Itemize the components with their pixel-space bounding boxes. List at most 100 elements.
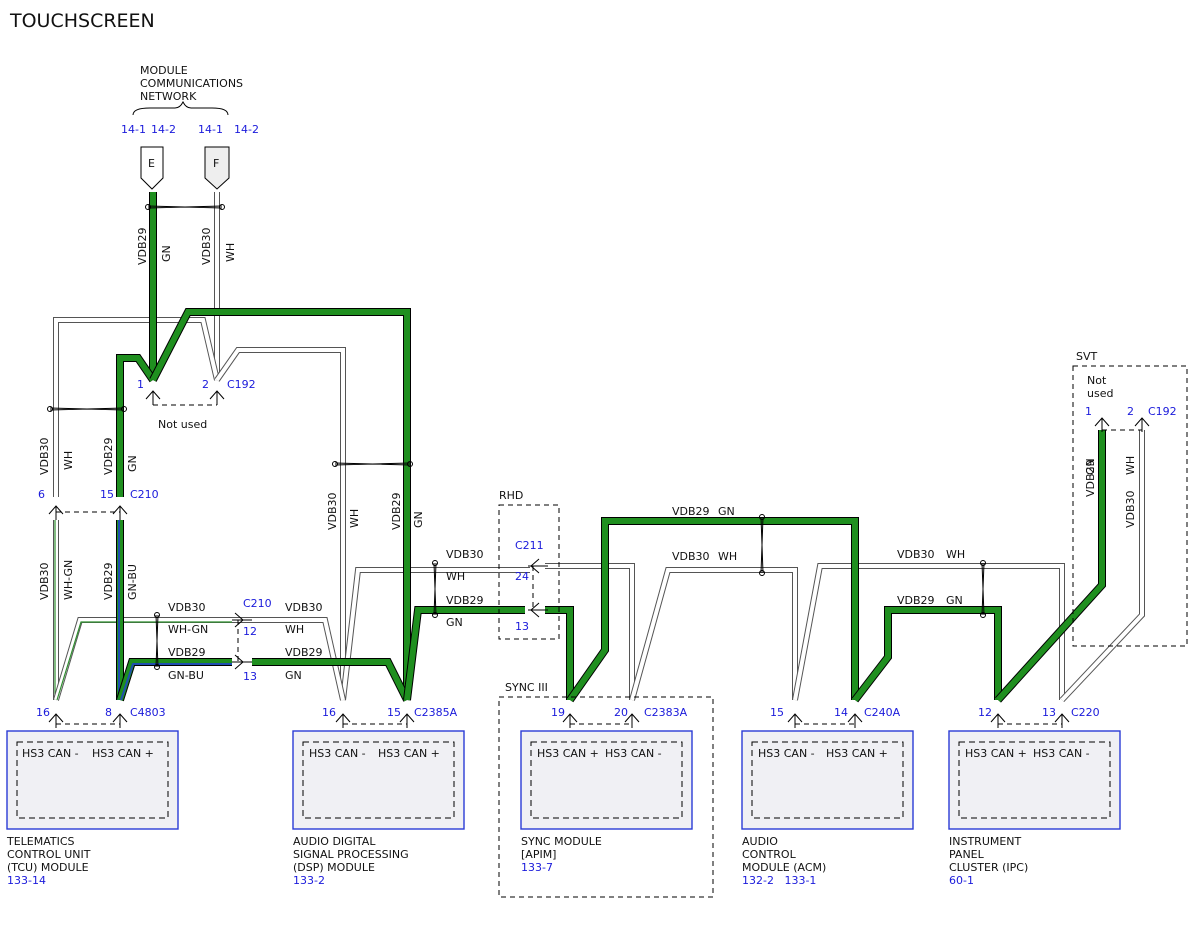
connector-c210-upper: 6 15 C210 (38, 488, 159, 520)
svg-text:Not used: Not used (158, 418, 207, 431)
svg-text:8: 8 (105, 706, 112, 719)
svg-text:VDB29: VDB29 (897, 594, 935, 607)
module-dsp: HS3 CAN - HS3 CAN + AUDIO DIGITAL SIGNAL… (292, 730, 465, 887)
svg-text:CLUSTER (IPC): CLUSTER (IPC) (949, 861, 1028, 874)
svg-text:HS3 CAN -: HS3 CAN - (309, 747, 366, 760)
svg-text:HS3 CAN +: HS3 CAN + (826, 747, 888, 760)
connector-c192-top: 1 2 C192 Not used (137, 378, 256, 431)
svg-text:1: 1 (137, 378, 144, 391)
svg-text:WH: WH (718, 550, 737, 563)
svg-text:SIGNAL PROCESSING: SIGNAL PROCESSING (293, 848, 409, 861)
svg-text:HS3 CAN -: HS3 CAN - (22, 747, 79, 760)
svg-text:WH: WH (1124, 456, 1137, 475)
svg-text:HS3 CAN -: HS3 CAN - (1033, 747, 1090, 760)
rhd-box: RHD C211 24 13 (498, 489, 560, 640)
svg-text:(TCU) MODULE: (TCU) MODULE (7, 861, 89, 874)
svg-text:VDB29: VDB29 (102, 437, 115, 475)
svg-text:E: E (148, 157, 155, 170)
network-header: MODULE COMMUNICATIONS NETWORK 14-1 14-2 … (121, 64, 259, 136)
svg-text:WH: WH (446, 570, 465, 583)
svg-text:C2383A: C2383A (644, 706, 688, 719)
svg-text:VDB29: VDB29 (285, 646, 323, 659)
svg-text:VDB30: VDB30 (326, 492, 339, 530)
svg-text:60-1: 60-1 (949, 874, 974, 887)
svg-text:12: 12 (243, 625, 257, 638)
svg-text:C210: C210 (243, 597, 272, 610)
svg-text:C2385A: C2385A (414, 706, 458, 719)
module-tcu: HS3 CAN - HS3 CAN + TELEMATICS CONTROL U… (6, 730, 179, 887)
svg-text:MODULE: MODULE (140, 64, 188, 77)
svg-text:133-7: 133-7 (521, 861, 553, 874)
svg-text:WH-GN: WH-GN (62, 560, 75, 600)
svg-text:14-1: 14-1 (198, 123, 223, 136)
sync3-box: SYNC III (498, 681, 714, 898)
svg-text:AUDIO: AUDIO (742, 835, 778, 848)
wires-vdb30 (53, 192, 1145, 703)
svg-text:HS3 CAN +: HS3 CAN + (537, 747, 599, 760)
svg-text:16: 16 (36, 706, 50, 719)
wire-labels-vertical: VDB29 GN VDB30 WH VDB30 WH VDB29 GN VDB3… (38, 227, 1137, 600)
svg-text:VDB29: VDB29 (102, 562, 115, 600)
svg-text:[APIM]: [APIM] (521, 848, 556, 861)
wire-labels-horizontal: VDB30 WH-GN VDB29 GN-BU VDB30 WH VDB29 G… (168, 505, 965, 682)
svg-text:13: 13 (243, 670, 257, 683)
svg-text:F: F (213, 157, 219, 170)
svg-text:RHD: RHD (499, 489, 523, 502)
svg-text:GN: GN (446, 616, 463, 629)
svg-text:AUDIO DIGITAL: AUDIO DIGITAL (293, 835, 376, 848)
svg-text:TELEMATICS: TELEMATICS (6, 835, 75, 848)
svg-text:WH: WH (348, 509, 361, 528)
module-ipc: HS3 CAN + HS3 CAN - INSTRUMENT PANEL CLU… (948, 730, 1121, 887)
svg-text:VDB30: VDB30 (672, 550, 710, 563)
page-title: TOUCHSCREEN (9, 10, 155, 32)
svg-text:VDB30: VDB30 (38, 562, 51, 600)
connector-e: E (140, 146, 164, 190)
svg-text:GN-BU: GN-BU (168, 669, 204, 682)
svg-text:PANEL: PANEL (949, 848, 985, 861)
svg-text:14-1: 14-1 (121, 123, 146, 136)
svg-text:GN: GN (285, 669, 302, 682)
svg-text:C210: C210 (130, 488, 159, 501)
svg-text:CONTROL: CONTROL (742, 848, 797, 861)
svg-text:VDB30: VDB30 (285, 601, 323, 614)
svg-text:HS3 CAN -: HS3 CAN - (758, 747, 815, 760)
svg-text:MODULE (ACM): MODULE (ACM) (742, 861, 826, 874)
svg-text:SVT: SVT (1076, 350, 1098, 363)
svt-box: SVT Not used 1 2 C192 (1072, 350, 1188, 647)
svg-text:WH: WH (285, 623, 304, 636)
twist-markers (47, 204, 986, 670)
svg-text:VDB30: VDB30 (200, 227, 213, 265)
svg-text:GN: GN (160, 245, 173, 262)
svg-text:used: used (1087, 387, 1113, 400)
svg-text:VDB29: VDB29 (672, 505, 710, 518)
svg-text:WH-GN: WH-GN (168, 623, 208, 636)
svg-text:24: 24 (515, 570, 529, 583)
svg-text:13: 13 (515, 620, 529, 633)
svg-text:WH: WH (224, 243, 237, 262)
svg-text:NETWORK: NETWORK (140, 90, 197, 103)
svg-text:15: 15 (770, 706, 784, 719)
svg-text:GN: GN (946, 594, 963, 607)
svg-text:6: 6 (38, 488, 45, 501)
svg-text:133-14: 133-14 (7, 874, 46, 887)
connector-c210-lower: C210 12 13 (232, 597, 272, 683)
module-connectors: 16 8 C4803 16 15 C2385A 19 20 C2383A 15 … (36, 706, 1100, 728)
svg-text:133-2: 133-2 (293, 874, 325, 887)
svg-text:C192: C192 (227, 378, 256, 391)
svg-text:VDB29: VDB29 (1084, 459, 1097, 497)
svg-text:HS3 CAN +: HS3 CAN + (92, 747, 154, 760)
svg-text:2: 2 (1127, 405, 1134, 418)
module-apim: HS3 CAN + HS3 CAN - SYNC MODULE [APIM] 1… (520, 730, 693, 874)
svg-text:VDB29: VDB29 (446, 594, 484, 607)
svg-text:VDB29: VDB29 (168, 646, 206, 659)
svg-text:20: 20 (614, 706, 628, 719)
svg-text:WH: WH (946, 548, 965, 561)
svg-text:HS3 CAN +: HS3 CAN + (965, 747, 1027, 760)
connector-f: F (204, 146, 230, 190)
svg-text:C240A: C240A (864, 706, 901, 719)
svg-text:GN: GN (1084, 458, 1097, 475)
svg-text:GN: GN (718, 505, 735, 518)
svg-text:WH: WH (62, 451, 75, 470)
svg-text:C211: C211 (515, 539, 544, 552)
svg-text:CONTROL UNIT: CONTROL UNIT (7, 848, 91, 861)
